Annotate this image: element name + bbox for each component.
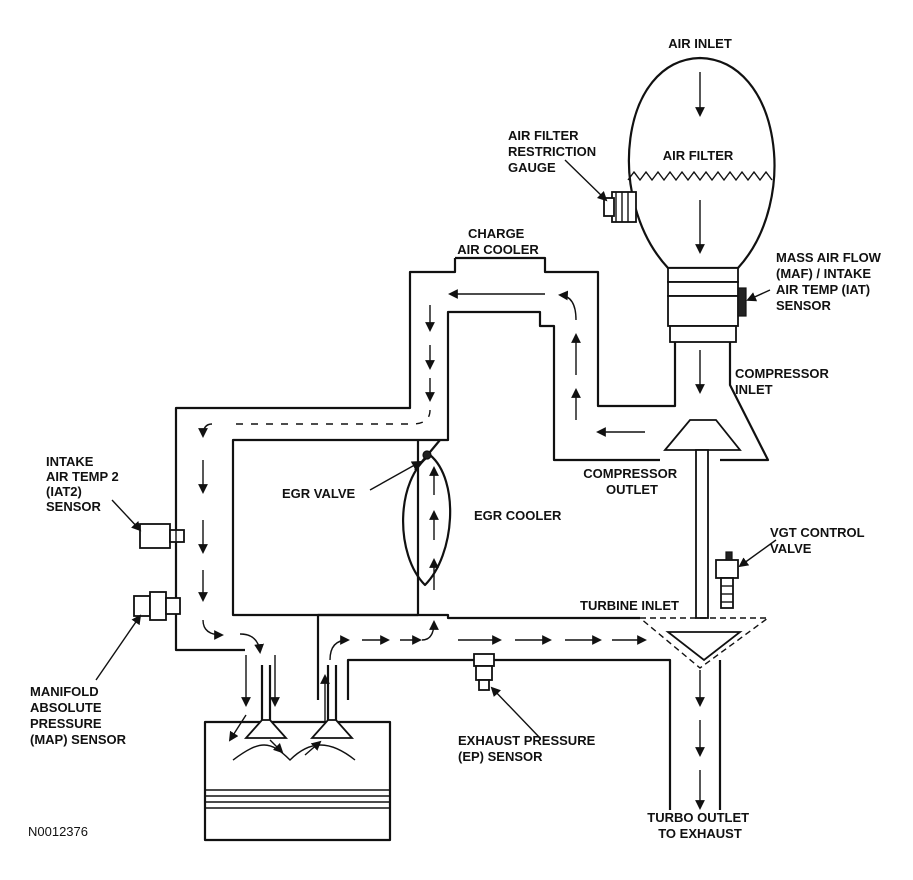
leader-lines [95,159,777,739]
label-vgt-control-valve: VGT CONTROL VALVE [770,525,868,556]
compressor [663,419,742,619]
air-filter-housing [627,56,776,270]
map-sensor [133,591,181,621]
exhaust-pressure-sensor [473,653,495,691]
label-maf-iat-sensor: MASS AIR FLOW (MAF) / INTAKE AIR TEMP (I… [776,250,885,313]
label-egr-valve: EGR VALVE [282,486,356,501]
exhaust-ducting [316,613,722,810]
label-iat2-sensor: INTAKE AIR TEMP 2 (IAT2) SENSOR [46,454,122,514]
engine-cylinder [203,720,392,842]
label-map-sensor: MANIFOLD ABSOLUTE PRESSURE (MAP) SENSOR [30,684,127,747]
label-turbine-inlet: TURBINE INLET [580,598,679,613]
label-air-inlet: AIR INLET [668,36,732,51]
iat2-sensor [139,523,185,549]
air-filter-restriction-gauge [603,191,637,223]
vgt-control-valve [715,551,739,609]
exhaust-valve [309,665,355,739]
label-egr-cooler: EGR COOLER [474,508,562,523]
label-air-filter-gauge: AIR FILTER RESTRICTION GAUGE [508,128,600,175]
egr-cooler [402,453,452,587]
flow-arrows [198,72,705,810]
label-turbo-outlet: TURBO OUTLET TO EXHAUST [647,810,752,841]
turbine [638,617,771,669]
label-air-filter: AIR FILTER [663,148,734,163]
label-compressor-inlet: COMPRESSOR INLET [735,366,833,397]
maf-iat-sensor [667,267,747,343]
figure-id: N0012376 [28,824,88,839]
label-charge-air-cooler: CHARGE AIR COOLER [457,226,539,257]
intake-valve [243,665,289,739]
label-compressor-outlet: COMPRESSOR OUTLET [583,466,681,497]
label-exhaust-pressure-sensor: EXHAUST PRESSURE (EP) SENSOR [458,733,599,764]
